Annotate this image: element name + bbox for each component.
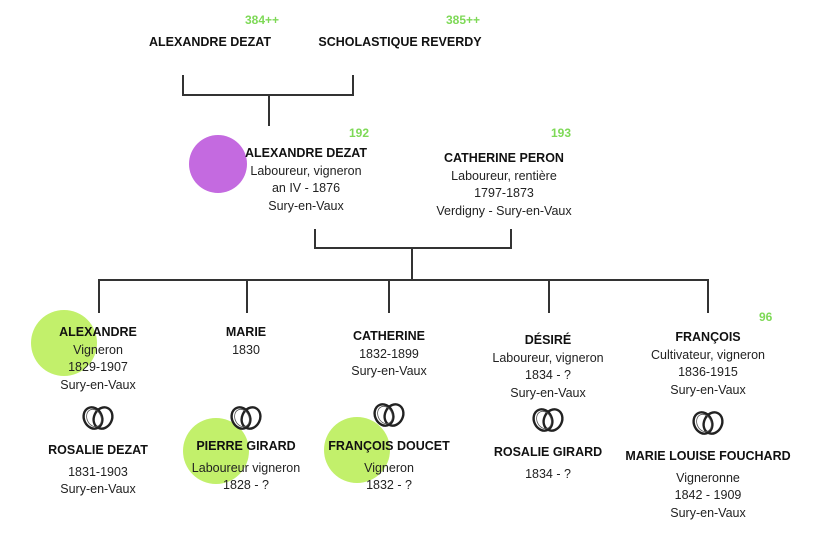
wedding-rings-icon <box>531 406 565 439</box>
sosa-number: 96 <box>759 310 773 324</box>
connector-line <box>98 280 100 313</box>
highlight-purple-dot <box>189 135 247 193</box>
person-detail: Sury-en-Vaux <box>510 385 586 400</box>
person-detail: 1797-1873 <box>474 186 534 200</box>
person-detail: Cultivateur, vigneron <box>651 347 765 362</box>
person-detail: 1834 - ? <box>525 368 571 382</box>
highlight-green-dot <box>31 310 97 376</box>
spouse-detail: 1828 - ? <box>223 478 269 492</box>
person-detail: 1829-1907 <box>68 360 128 374</box>
person-card: SCHOLASTIQUE REVERDY <box>318 34 481 52</box>
connector-line <box>182 75 184 95</box>
person-detail: Sury-en-Vaux <box>268 198 344 213</box>
sosa-number: 192 <box>349 126 370 140</box>
person-card: ALEXANDRE DEZAT <box>149 34 271 52</box>
highlight-green-dot <box>183 418 249 484</box>
person-name: FRANÇOIS <box>675 330 741 344</box>
spouse-card: ROSALIE GIRARD 1834 - ? <box>494 444 602 483</box>
spouse-name: PIERRE GIRARD <box>196 439 296 453</box>
person-detail: 1836-1915 <box>678 365 738 379</box>
connector-line <box>388 280 390 313</box>
child-card: MARIE 1830 <box>226 324 266 359</box>
person-detail: Verdigny - Sury-en-Vaux <box>436 203 572 218</box>
connector-line <box>268 95 270 126</box>
person-detail: Laboureur, rentière <box>451 168 557 183</box>
connector-line <box>411 248 413 280</box>
person-detail: Sury-en-Vaux <box>60 377 136 392</box>
spouse-card: MARIE LOUISE FOUCHARD Vigneronne 1842 - 19… <box>625 448 790 522</box>
person-card: ALEXANDRE DEZAT Laboureur, vigneron an I… <box>245 145 367 215</box>
person-name: ALEXANDRE DEZAT <box>149 35 271 49</box>
wedding-rings-icon <box>372 401 406 434</box>
person-name: ALEXANDRE DEZAT <box>245 146 367 160</box>
person-name: DÉSIRÉ <box>524 333 572 347</box>
person-detail: Sury-en-Vaux <box>670 382 746 397</box>
person-name: CATHERINE <box>353 329 425 343</box>
wedding-rings-icon <box>81 404 115 437</box>
spouse-card: FRANÇOIS DOUCET Vigneron 1832 - ? <box>328 438 450 495</box>
spouse-detail: Vigneronne <box>676 470 740 485</box>
connector-line <box>707 280 709 313</box>
spouse-name: ROSALIE GIRARD <box>493 445 603 459</box>
spouse-card: PIERRE GIRARD Laboureur vigneron 1828 - ? <box>192 438 300 495</box>
person-detail: Sury-en-Vaux <box>351 364 427 378</box>
spouse-detail: 1832 - ? <box>366 478 412 492</box>
wedding-rings-icon <box>691 409 725 442</box>
wedding-rings-icon <box>229 404 263 437</box>
connector-line <box>246 280 248 313</box>
spouse-detail: 1834 - ? <box>525 466 571 481</box>
person-name: CATHERINE PERON <box>444 151 564 165</box>
sosa-number: 384++ <box>245 13 280 27</box>
person-name: MARIE <box>225 325 267 339</box>
spouse-detail: Sury-en-Vaux <box>60 482 136 496</box>
person-detail: Laboureur, vigneron <box>492 350 604 365</box>
person-detail: Vigneron <box>73 342 123 357</box>
spouse-detail: Vigneron <box>364 460 414 475</box>
spouse-name: MARIE LOUISE FOUCHARD <box>625 449 791 463</box>
spouse-name: ROSALIE DEZAT <box>48 443 148 457</box>
spouse-detail: Sury-en-Vaux <box>670 505 746 520</box>
person-card: CATHERINE PERON Laboureur, rentière 1797… <box>436 150 571 220</box>
connector-line <box>548 280 550 313</box>
connector-line <box>510 229 512 248</box>
spouse-detail: 1831-1903 <box>68 464 128 479</box>
sosa-number: 193 <box>551 126 572 140</box>
person-detail: 1830 <box>232 342 260 357</box>
person-detail: 1832-1899 <box>359 346 419 361</box>
spouse-name: FRANÇOIS DOUCET <box>328 439 450 453</box>
connector-line <box>352 75 354 95</box>
spouse-detail: 1842 - 1909 <box>674 488 742 502</box>
person-detail: Laboureur, vigneron <box>250 163 362 178</box>
person-name: ALEXANDRE <box>59 325 137 339</box>
sosa-number: 385++ <box>446 13 481 27</box>
highlight-green-dot <box>324 417 390 483</box>
connector-line <box>314 229 316 248</box>
child-card: DÉSIRÉ Laboureur, vigneron 1834 - ? Sury-en… <box>492 332 603 402</box>
connector-line <box>98 279 709 281</box>
spouse-detail: Laboureur vigneron <box>191 460 301 475</box>
connector-line <box>314 247 512 249</box>
person-detail: an IV - 1876 <box>271 181 341 195</box>
person-name: SCHOLASTIQUE REVERDY <box>318 35 482 49</box>
